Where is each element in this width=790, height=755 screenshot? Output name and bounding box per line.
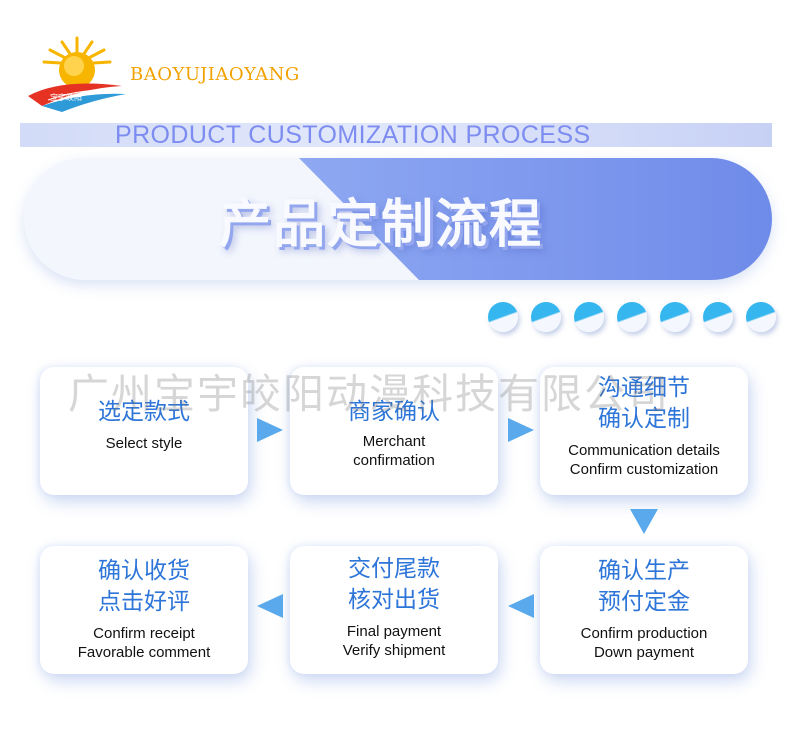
step-title-zh: 交付尾款 bbox=[348, 556, 440, 582]
arrow-right-icon bbox=[508, 418, 534, 442]
dot-icon bbox=[574, 302, 604, 332]
arrow-down-icon bbox=[630, 509, 658, 534]
dot-icon bbox=[746, 302, 776, 332]
step-title-zh: 核对出货 bbox=[348, 587, 440, 613]
step-card-1: 选定款式 Select style bbox=[40, 367, 248, 495]
step-title-en: confirmation bbox=[353, 452, 435, 469]
step-title-zh: 选定款式 bbox=[98, 399, 190, 425]
step-title-en: Confirm production bbox=[580, 625, 708, 642]
step-title-zh: 预付定金 bbox=[598, 589, 690, 615]
step-title-en: Confirm receipt bbox=[93, 625, 195, 642]
step-title-en: Confirm customization bbox=[569, 461, 719, 478]
banner-background bbox=[299, 158, 772, 280]
step-title-en: Favorable comment bbox=[77, 644, 211, 661]
step-title-zh: 确认定制 bbox=[598, 406, 690, 432]
step-title-en: Merchant bbox=[362, 433, 426, 450]
step-title-en: Verify shipment bbox=[342, 642, 446, 659]
step-title-en: Down payment bbox=[593, 644, 695, 661]
arrow-right-icon bbox=[257, 418, 283, 442]
step-title-en: Final payment bbox=[346, 623, 442, 640]
brand-name: BAOYUJIAOYANG bbox=[130, 64, 300, 85]
step-title-zh: 商家确认 bbox=[348, 399, 440, 425]
english-title: PRODUCT CUSTOMIZATION PROCESS bbox=[115, 121, 591, 149]
step-title-zh: 确认收货 bbox=[98, 558, 190, 584]
dot-icon bbox=[660, 302, 690, 332]
sun-logo-icon: 宝宇皎阳 bbox=[28, 36, 126, 112]
step-title-zh: 沟通细节 bbox=[598, 375, 690, 401]
step-card-2: 商家确认 Merchant confirmation bbox=[290, 367, 498, 495]
step-title-zh: 确认生产 bbox=[598, 558, 690, 584]
company-watermark: 广州宝宇皎阳动漫科技有限公司 bbox=[68, 370, 670, 418]
title-banner: 产品定制流程 bbox=[24, 158, 772, 280]
dot-icon bbox=[703, 302, 733, 332]
decorative-dots bbox=[488, 300, 778, 336]
arrow-left-icon bbox=[257, 594, 283, 618]
dot-icon bbox=[617, 302, 647, 332]
logo-badge-text: 宝宇皎阳 bbox=[50, 92, 82, 102]
banner-title: 产品定制流程 bbox=[219, 195, 544, 255]
step-card-3: 沟通细节 确认定制 Communication details Confirm … bbox=[540, 367, 748, 495]
brand-logo: 宝宇皎阳 BAOYUJIAOYANG bbox=[22, 34, 299, 114]
step-card-5: 交付尾款 核对出货 Final payment Verify shipment bbox=[290, 546, 498, 674]
header-bar: PRODUCT CUSTOMIZATION PROCESS bbox=[20, 121, 772, 149]
step-title-en: Select style bbox=[105, 435, 183, 452]
dot-icon bbox=[531, 302, 561, 332]
step-card-6: 确认收货 点击好评 Confirm receipt Favorable comm… bbox=[40, 546, 248, 674]
step-title-zh: 点击好评 bbox=[98, 589, 190, 615]
step-card-4: 确认生产 预付定金 Confirm production Down paymen… bbox=[540, 546, 748, 674]
step-title-en: Communication details bbox=[568, 442, 720, 459]
arrow-left-icon bbox=[508, 594, 534, 618]
dot-icon bbox=[488, 302, 518, 332]
